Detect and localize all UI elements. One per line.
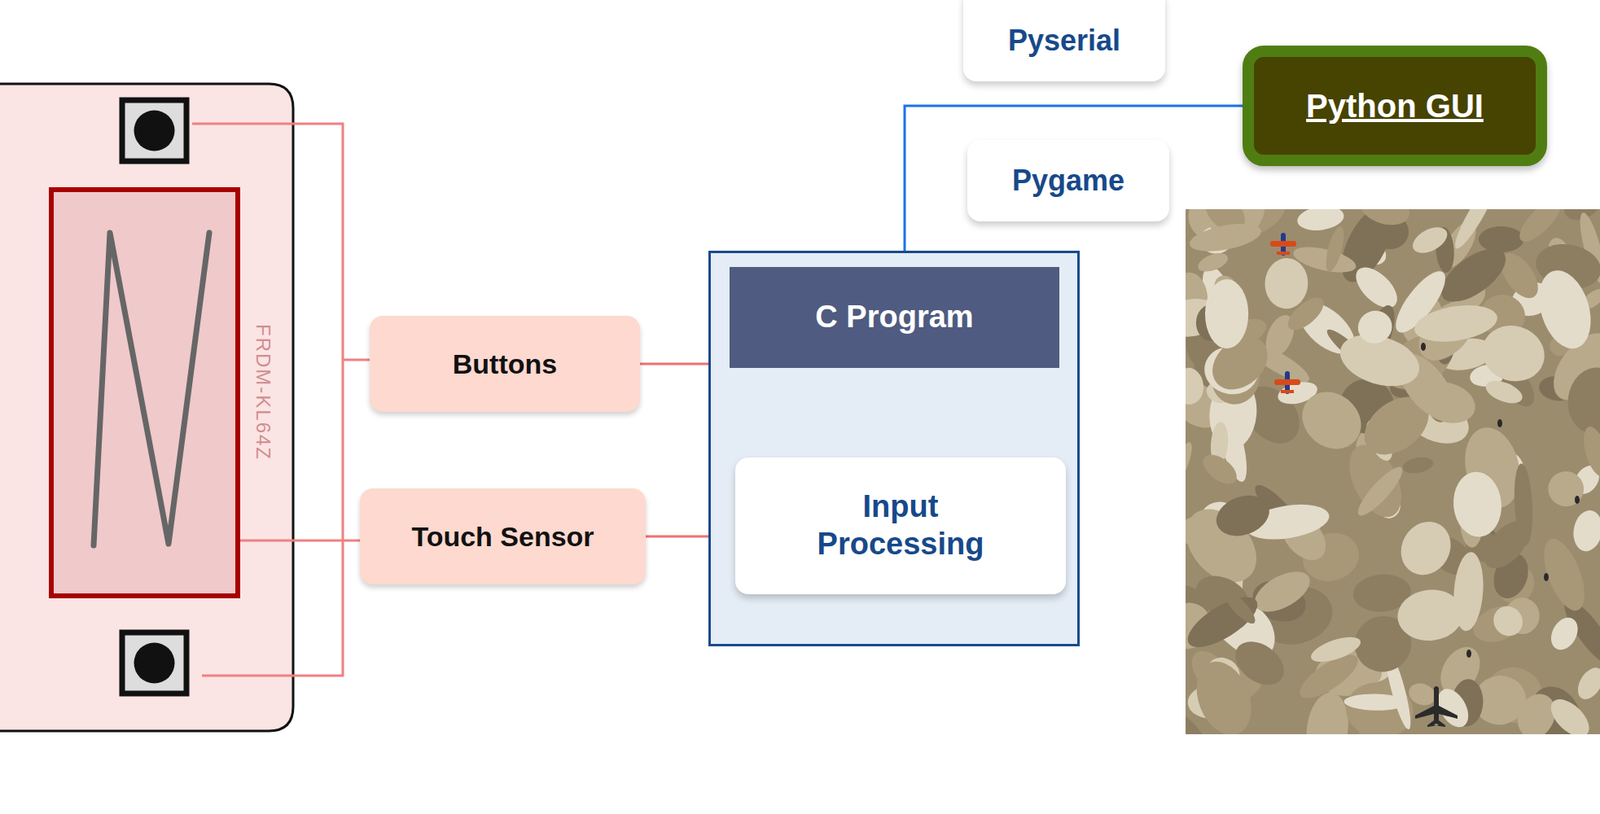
camo-blob — [1558, 209, 1600, 227]
camo-blob — [1544, 692, 1596, 735]
enemy-plane — [1270, 232, 1297, 256]
node-text: Input Processing — [778, 488, 1023, 563]
button-symbol — [122, 100, 187, 162]
node-text: Touch Sensor — [411, 520, 594, 554]
camo-blob — [1544, 468, 1587, 510]
wire — [342, 359, 370, 362]
library-box: Pyserial — [963, 0, 1166, 82]
node-text: Pygame — [1012, 162, 1125, 198]
camo-blob — [1478, 226, 1525, 253]
camo-blob — [1185, 439, 1197, 491]
enemy-plane — [1274, 371, 1301, 395]
camo-blob — [1322, 224, 1348, 274]
camo-blob — [1263, 257, 1310, 311]
process-box: Input Processing — [735, 457, 1066, 595]
heading-text: C Program — [815, 298, 974, 337]
node-text: Python GUI — [1306, 86, 1484, 126]
camo-blob — [1411, 300, 1500, 348]
camo-blob — [1408, 222, 1452, 259]
camo-blob — [1185, 512, 1211, 550]
input-box: Touch Sensor — [359, 488, 646, 585]
camo-blob — [1401, 455, 1435, 477]
connector — [645, 535, 709, 539]
button-symbol — [122, 632, 187, 694]
camo-blob — [1220, 587, 1260, 627]
camo-blob — [1545, 613, 1583, 655]
bullets — [1420, 342, 1580, 658]
camo-blob — [1578, 424, 1600, 480]
camo-blob — [1187, 219, 1264, 257]
game-screenshot — [1185, 209, 1600, 735]
connector — [640, 363, 709, 366]
camo-blob — [1513, 209, 1569, 248]
camo-blob — [1248, 563, 1317, 621]
input-box: Buttons — [369, 315, 640, 413]
camo-blob — [1307, 631, 1364, 667]
camo-pattern — [1185, 209, 1600, 735]
camo-blob — [1290, 380, 1373, 461]
camo-blob — [1512, 463, 1535, 547]
node-text: Pyserial — [1008, 22, 1121, 58]
wire — [240, 539, 360, 543]
player-plane — [1415, 686, 1458, 728]
touch-sensor-symbol — [51, 189, 238, 597]
connector — [904, 105, 1243, 251]
camo-blob — [1391, 512, 1460, 585]
camo-blob — [1185, 366, 1206, 406]
board-outline — [0, 83, 294, 732]
camo-blob — [1449, 209, 1502, 253]
camo-blob — [1572, 663, 1600, 705]
camo-ground — [1185, 209, 1600, 735]
camo-blob — [1349, 260, 1405, 316]
camo-blob — [1487, 600, 1529, 643]
camo-blob — [1343, 693, 1407, 712]
node-text: Buttons — [452, 347, 557, 382]
camo-blob — [1529, 263, 1600, 356]
camo-blob — [1197, 449, 1242, 491]
button-dot — [134, 643, 176, 684]
camo-blob — [1210, 488, 1276, 544]
camo-blob — [1227, 632, 1293, 694]
camo-blob — [1535, 533, 1593, 616]
camo-blob — [1564, 364, 1600, 438]
wire — [192, 123, 343, 676]
gui-box: Python GUI — [1242, 45, 1548, 167]
camo-blob — [1431, 683, 1475, 733]
camo-blob — [1570, 508, 1600, 554]
library-box: Pygame — [967, 140, 1170, 222]
camo-blob — [1482, 376, 1526, 408]
camo-blob — [1353, 306, 1397, 349]
program-container: C ProgramInput Processing — [708, 250, 1080, 647]
camo-blob — [1195, 249, 1231, 277]
logo-n — [93, 232, 210, 546]
camo-blob — [1352, 461, 1408, 521]
camo-blob — [1205, 279, 1249, 349]
camo-blob — [1282, 292, 1329, 337]
heading-band: C Program — [729, 267, 1060, 369]
board-label: FRDM-KL64Z — [251, 324, 275, 461]
camo-blob — [1394, 587, 1465, 645]
camo-blob — [1450, 469, 1505, 540]
button-dot — [134, 110, 176, 152]
camo-blob — [1355, 209, 1414, 231]
